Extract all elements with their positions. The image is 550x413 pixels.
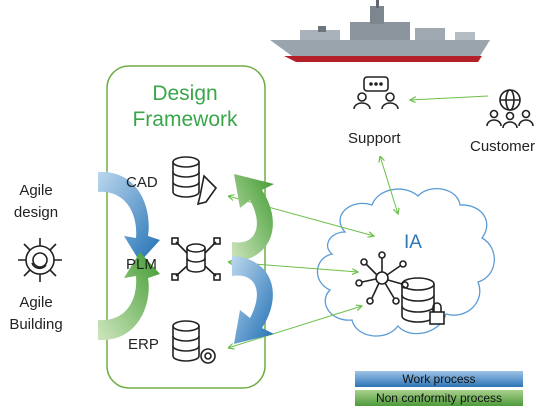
cad-label: CAD [126, 174, 158, 191]
database-pencil-icon [172, 156, 218, 206]
plm-label: PLM [126, 256, 157, 273]
connector-erp-ia [228, 306, 362, 348]
agile-design-label: Agile design [6, 180, 66, 224]
ship-image [270, 0, 490, 62]
customer-label: Customer [470, 138, 536, 155]
agile-design-line2: design [13, 204, 59, 221]
gear-cycle-icon [18, 238, 62, 282]
connector-customer-support [410, 95, 489, 100]
agile-building-line2: Building [9, 316, 63, 333]
agile-design-blue-arrow [98, 171, 160, 262]
legend-nonconformity-bar [355, 390, 523, 406]
connector-support-ia [380, 156, 398, 214]
legend-work-process-bar [355, 371, 523, 387]
agile-building-label: Agile Building [6, 292, 66, 336]
database-network-icon [171, 237, 221, 281]
plm-to-cad-green-arrow [232, 174, 274, 262]
database-gear-icon [172, 320, 216, 364]
agile-design-line1: Agile [19, 182, 53, 199]
agile-building-green-arrow [98, 252, 160, 341]
agile-building-line1: Agile [19, 294, 53, 311]
database-lock-icon [401, 277, 445, 325]
framework-title-line1: Design [152, 82, 218, 105]
globe-people-icon [486, 89, 534, 129]
framework-title-line2: Framework [132, 108, 238, 131]
erp-label: ERP [128, 336, 159, 353]
legend-work-process: Work process [402, 372, 476, 386]
support-label: Support [348, 130, 401, 147]
chat-people-icon [353, 76, 399, 110]
plm-to-erp-blue-arrow [232, 256, 274, 344]
legend-nonconformity-process: Non conformity process [375, 391, 503, 405]
ia-label: IA [404, 232, 422, 253]
